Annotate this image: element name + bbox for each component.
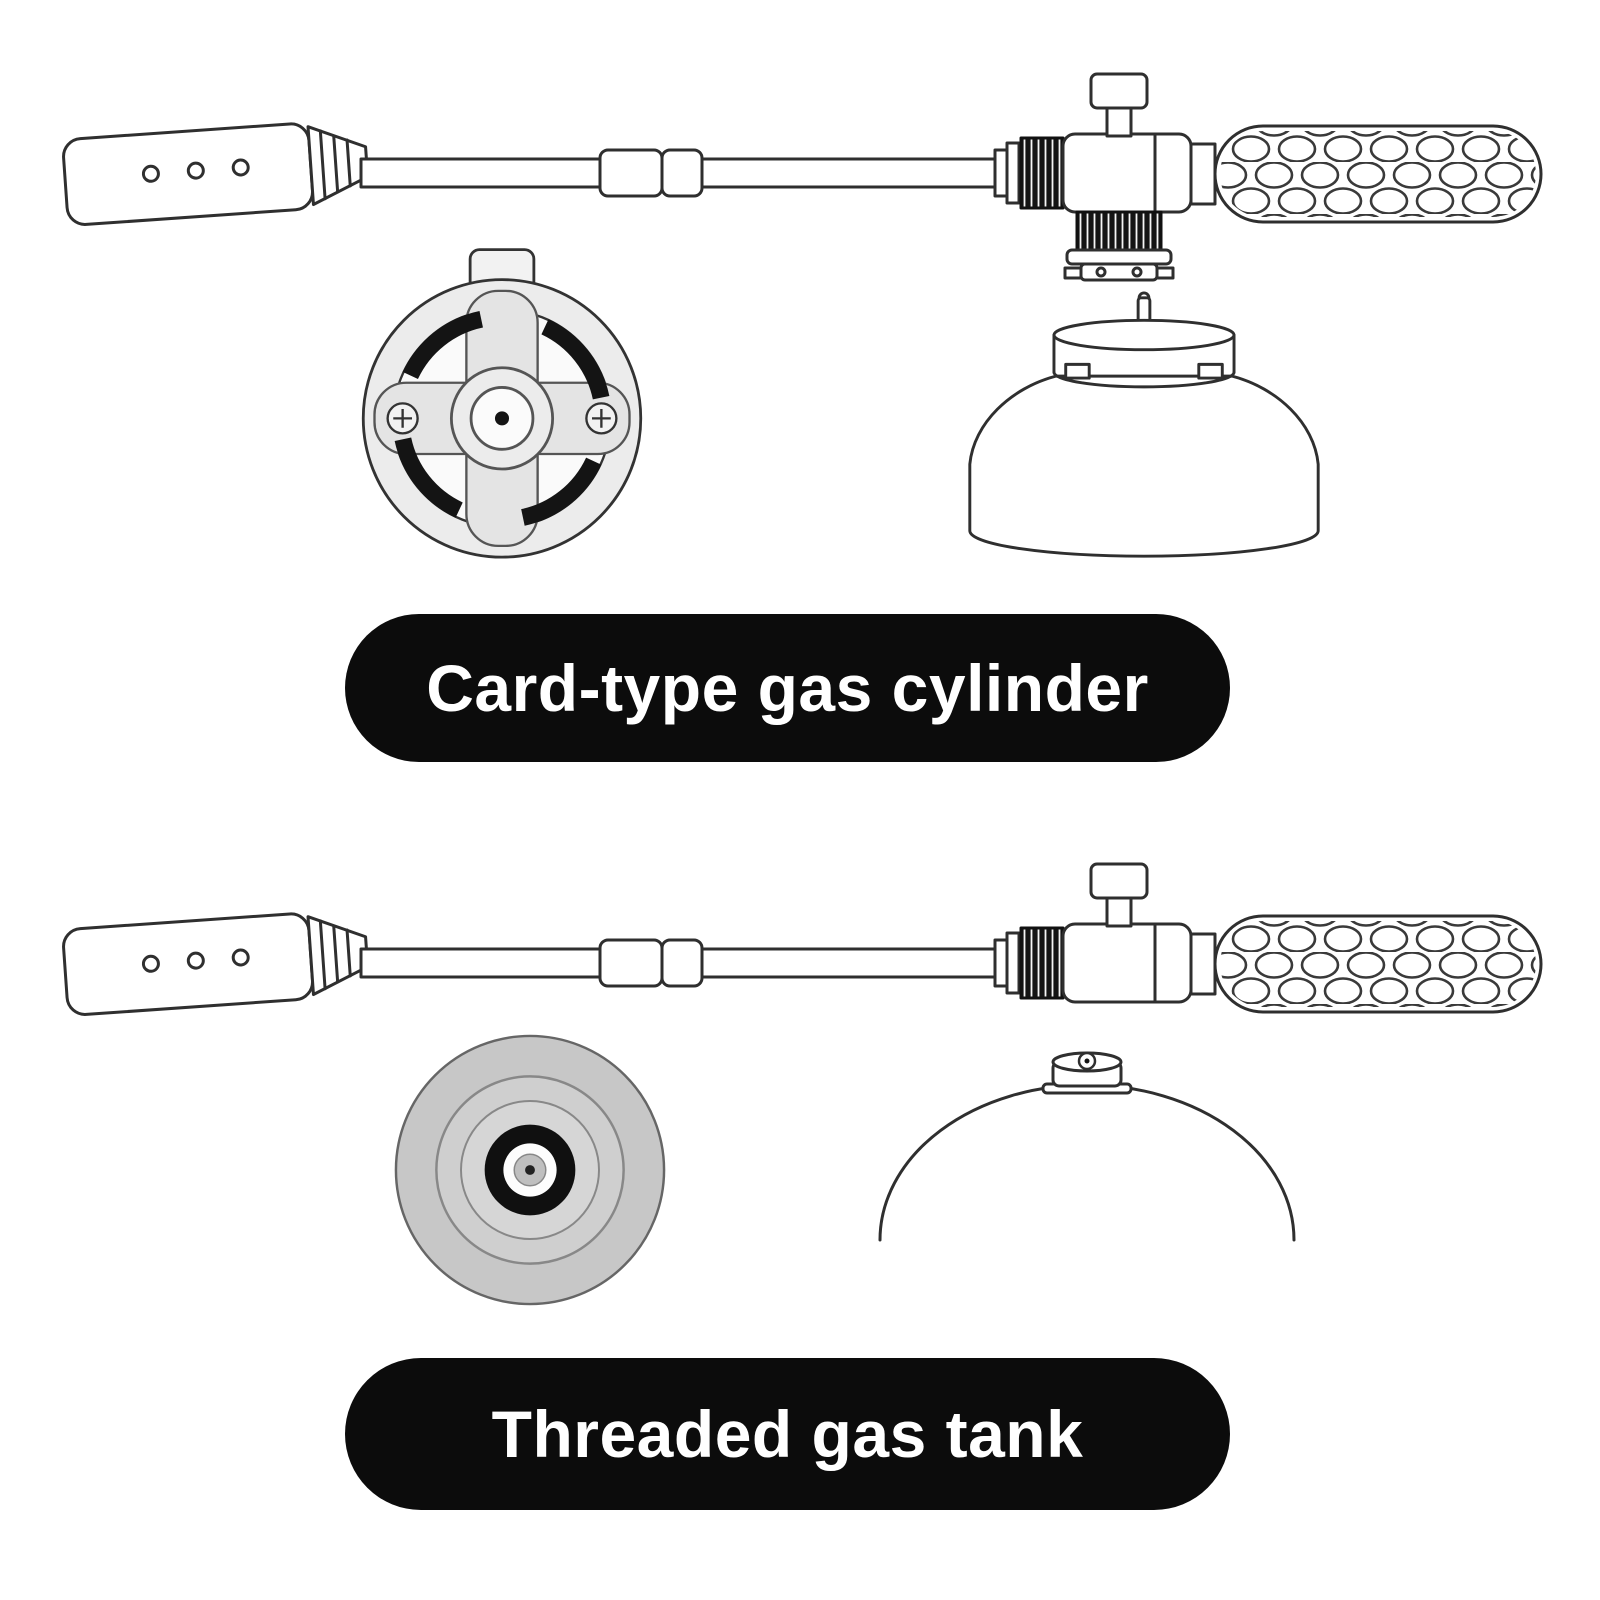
card-torch-illustration [60,72,1543,282]
phillips-screw-right [585,402,618,435]
torch-body [60,72,1543,228]
collar-notch-left [1064,362,1091,380]
card-type-label-text: Card-type gas cylinder [426,651,1149,725]
card-canister [968,291,1320,558]
card-valve-top-view [361,248,643,559]
phillips-screw-left [386,402,419,435]
collar-notch-right [1197,362,1224,380]
bayonet-adapter [1063,210,1175,282]
tank-dome-outline [878,1083,1296,1242]
threaded-label-text: Threaded gas tank [491,1397,1084,1471]
canister-body [968,374,1320,558]
threaded-tank-dome [878,1051,1296,1242]
bayonet-slots [392,308,612,529]
threaded-torch-illustration [60,862,1543,1018]
threaded-label: Threaded gas tank [345,1358,1230,1510]
card-type-label: Card-type gas cylinder [345,614,1230,762]
torch-body [60,862,1543,1018]
threaded-valve-top-view [394,1034,666,1306]
